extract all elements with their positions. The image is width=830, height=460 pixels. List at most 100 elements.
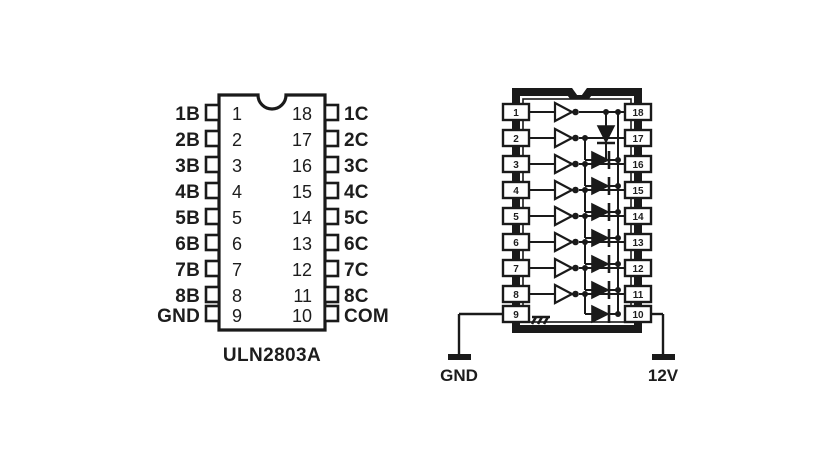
pinout-left-label-4: 4B xyxy=(175,182,200,203)
channel-row-1 xyxy=(523,101,631,123)
pinout-right-num-13: 13 xyxy=(292,234,312,254)
pin-tab-18 xyxy=(323,103,340,122)
pinout-left-tabs xyxy=(204,103,221,323)
pinout-left-num-6: 6 xyxy=(232,234,242,254)
pinout-left-num-4: 4 xyxy=(232,182,242,202)
pinout-left-label-6: 6B xyxy=(175,234,200,255)
pinout-right-label-2c: 2C xyxy=(344,130,369,151)
clamp-bus-dot-3 xyxy=(615,183,621,189)
pinout-left-num-2: 2 xyxy=(232,130,242,150)
circuit-pin-num-18: 18 xyxy=(632,108,644,119)
chip-body-outline xyxy=(217,93,327,332)
junction-dot-2 xyxy=(582,135,588,141)
pin-tab-14 xyxy=(323,207,340,226)
clamp-bus-dot-4 xyxy=(615,209,621,215)
part-name-caption: ULN2803A xyxy=(223,345,321,366)
circuit-pin-num-16: 16 xyxy=(632,160,644,171)
pinout-right-num-15: 15 xyxy=(292,182,312,202)
pin-tab-13 xyxy=(323,233,340,252)
pinout-right-label-5c: 5C xyxy=(344,208,369,229)
circuit-pin-box-2 xyxy=(501,128,531,148)
inverter-7 xyxy=(553,257,575,279)
circuit-pin-num-2: 2 xyxy=(513,134,519,145)
circuit-pin-box-8 xyxy=(501,284,531,304)
pin-tab-2 xyxy=(204,129,221,148)
inverter-2 xyxy=(553,127,575,149)
circuit-pin-num-4: 4 xyxy=(513,186,519,197)
pin-tab-6 xyxy=(204,233,221,252)
pinout-left-label-1: 1B xyxy=(175,104,200,125)
pinout-right-label-4c: 4C xyxy=(344,182,369,203)
circuit-right-pin-boxes: 18 17 16 15 14 13 12 11 10 xyxy=(623,102,653,324)
pin-tab-16 xyxy=(323,155,340,174)
pinout-right-num-18: 18 xyxy=(292,104,312,124)
circuit-pin-box-7 xyxy=(501,258,531,278)
channel-row-5 xyxy=(523,205,631,248)
circuit-pin-num-11: 11 xyxy=(633,290,644,301)
supply-rail-label: 12V xyxy=(648,366,679,385)
channel-row-8 xyxy=(523,283,631,324)
supply-terminal-bar xyxy=(652,354,675,360)
pinout-right-label-7c: 7C xyxy=(344,260,369,281)
pin-tab-1 xyxy=(204,103,221,122)
pinout-left-label-9: GND xyxy=(157,306,200,327)
circuit-pin-box-12 xyxy=(623,258,653,278)
circuit-pin-num-8: 8 xyxy=(513,290,519,301)
pinout-right-label-6c: 6C xyxy=(344,234,369,255)
pin-tab-12 xyxy=(323,259,340,278)
clamp-bus-dot-8 xyxy=(615,311,621,317)
circuit-pin-num-17: 17 xyxy=(632,134,644,145)
inverter-bubble-6 xyxy=(572,238,579,246)
circuit-pin-box-1 xyxy=(501,102,531,122)
inverter-bubble-4 xyxy=(572,186,579,194)
pinout-right-label-1c: 1C xyxy=(344,104,369,125)
com-clamp-diode xyxy=(596,109,616,160)
pinout-left-num-3: 3 xyxy=(232,156,242,176)
circuit-pin-num-7: 7 xyxy=(513,264,519,275)
clamp-bus-dot-6 xyxy=(615,261,621,267)
clamp-bus-dot-5 xyxy=(615,235,621,241)
pinout-left-label-5: 5B xyxy=(175,208,200,229)
pinout-left-num-5: 5 xyxy=(232,208,242,228)
pinout-right-num-14: 14 xyxy=(292,208,312,228)
circuit-pin-box-16 xyxy=(623,154,653,174)
pinout-diagram: 1B 2B 3B 4B 5B 6B 7B 8B GND 1 2 3 4 5 6 … xyxy=(157,93,389,366)
pin-tab-10 xyxy=(323,304,340,323)
pin-tab-15 xyxy=(323,181,340,200)
circuit-pin-num-12: 12 xyxy=(632,264,644,275)
clamp-bus-dot-2 xyxy=(615,157,621,163)
gnd-terminal-bar xyxy=(448,354,471,360)
supply-rail-wiring: 12V xyxy=(648,312,679,385)
circuit-diagram: 1 2 3 4 5 6 7 8 9 18 xyxy=(440,88,679,385)
pin-tab-3 xyxy=(204,155,221,174)
clamp-diode-8 xyxy=(591,304,610,324)
circuit-pin-box-17 xyxy=(623,128,653,148)
circuit-pin-num-14: 14 xyxy=(632,212,644,223)
inverter-1 xyxy=(553,101,575,123)
pinout-right-label-com: COM xyxy=(344,306,389,327)
circuit-pin-box-18 xyxy=(623,102,653,122)
circuit-pin-num-3: 3 xyxy=(513,160,519,171)
pin-tab-4 xyxy=(204,181,221,200)
clamp-bus-dot-7 xyxy=(615,287,621,293)
inverter-8 xyxy=(553,283,575,305)
junction-dot-7 xyxy=(582,265,588,271)
junction-dot-6 xyxy=(582,239,588,245)
pinout-left-num-7: 7 xyxy=(232,260,242,280)
inverter-bubble-7 xyxy=(572,264,579,272)
pinout-left-num-1: 1 xyxy=(232,104,242,124)
pinout-right-num-11: 11 xyxy=(293,286,312,306)
gnd-rail-label: GND xyxy=(440,366,478,385)
circuit-pin-box-5 xyxy=(501,206,531,226)
circuit-pin-num-6: 6 xyxy=(513,238,519,249)
circuit-pin-box-4 xyxy=(501,180,531,200)
circuit-pin-box-11 xyxy=(623,284,653,304)
inverter-bubble-2 xyxy=(572,134,579,142)
circuit-pin-num-15: 15 xyxy=(632,186,644,197)
circuit-pin-box-15 xyxy=(623,180,653,200)
circuit-pin-box-13 xyxy=(623,232,653,252)
pinout-right-label-8c: 8C xyxy=(344,286,369,307)
circuit-pin-box-14 xyxy=(623,206,653,226)
circuit-left-pin-boxes: 1 2 3 4 5 6 7 8 9 xyxy=(501,102,531,324)
